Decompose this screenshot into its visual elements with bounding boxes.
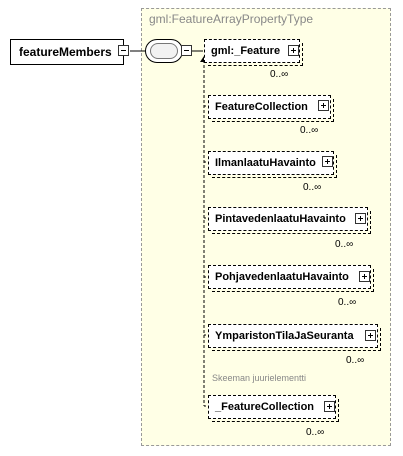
element-label: _FeatureCollection (215, 401, 315, 413)
expand-icon[interactable] (355, 213, 366, 224)
root-collapse-icon[interactable] (118, 45, 129, 56)
root-element-label: featureMembers (19, 45, 112, 59)
expand-icon[interactable] (365, 330, 376, 341)
element-featurecollection[interactable]: FeatureCollection (208, 95, 334, 122)
expand-icon[interactable] (318, 100, 329, 111)
root-element-note: Skeeman juurielementti (212, 373, 307, 383)
element-ilmanlaatuhavainto[interactable]: IlmanlaatuHavainto (208, 151, 337, 178)
element-label: YmparistonTilaJaSeuranta (215, 330, 354, 342)
multiplicity: 0..∞ (338, 297, 357, 308)
element-label: gml:_Feature (211, 45, 281, 57)
element-ymparistontilajaseuranta[interactable]: YmparistonTilaJaSeuranta (208, 324, 381, 351)
element-label: FeatureCollection (215, 101, 308, 113)
element-gml-feature[interactable]: gml:_Feature (204, 39, 303, 66)
expand-icon[interactable] (322, 156, 333, 167)
type-label: gml:FeatureArrayPropertyType (149, 12, 314, 26)
element-label: PohjavedenlaatuHavainto (215, 271, 349, 283)
root-element-featureMembers[interactable]: featureMembers (10, 39, 124, 65)
element-label: PintavedenlaatuHavainto (215, 213, 346, 225)
multiplicity: 0..∞ (270, 69, 289, 80)
sequence-dots-icon (150, 43, 178, 59)
expand-icon[interactable] (324, 401, 335, 412)
multiplicity: 0..∞ (346, 355, 365, 366)
element-pohjavedenlaatuhavainto[interactable]: PohjavedenlaatuHavainto (208, 265, 374, 292)
multiplicity: 0..∞ (335, 239, 354, 250)
element-abstract-featurecollection[interactable]: _FeatureCollection (208, 395, 339, 422)
multiplicity: 0..∞ (300, 125, 319, 136)
multiplicity: 0..∞ (303, 182, 322, 193)
sequence-collapse-icon[interactable] (181, 45, 192, 56)
element-label: IlmanlaatuHavainto (215, 157, 316, 169)
expand-icon[interactable] (359, 271, 370, 282)
multiplicity: 0..∞ (306, 427, 325, 438)
element-pintavedenlaatuhavainto[interactable]: PintavedenlaatuHavainto (208, 207, 371, 234)
expand-icon[interactable] (288, 45, 299, 56)
